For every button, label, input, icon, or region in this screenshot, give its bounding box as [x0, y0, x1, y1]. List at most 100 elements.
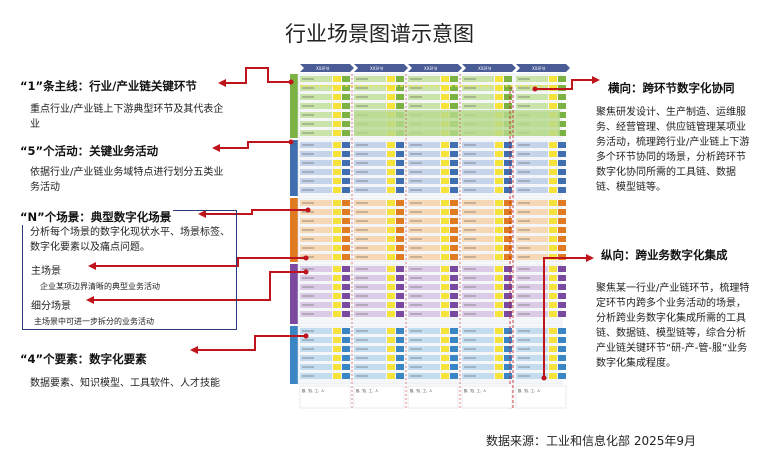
scene-tag [495, 218, 503, 224]
scene-tag [558, 76, 566, 82]
scene-tag [450, 346, 458, 352]
scene-cell [300, 337, 332, 343]
scene-tag [558, 364, 566, 370]
scene-tag [504, 373, 512, 379]
scene-cell [354, 293, 386, 299]
scene-tag [549, 302, 557, 308]
elements-cell [515, 385, 567, 409]
scene-tag [450, 160, 458, 166]
scene-cell [408, 355, 440, 361]
scene-cell [462, 236, 494, 242]
scene-tag [387, 209, 395, 215]
scene-tag [495, 227, 503, 233]
scene-tag [387, 103, 395, 109]
scene-tag [504, 236, 512, 242]
scene-tag [549, 311, 557, 317]
scene-cell [300, 284, 332, 290]
main-scene-arrow-dot [303, 255, 309, 261]
scene-tag [333, 364, 341, 370]
scene-tag [450, 169, 458, 175]
scene-tag [504, 142, 512, 148]
stage-label: XX环节 [316, 66, 329, 71]
scene-cell [300, 227, 332, 233]
scene-tag [549, 187, 557, 193]
scene-tag [495, 169, 503, 175]
scene-tag [333, 169, 341, 175]
scene-tag [387, 245, 395, 251]
data-source: 数据来源：工业和信息化部 2025年9月 [486, 434, 696, 448]
vertical-heading: 纵向：跨业务数字化集成 [601, 248, 728, 262]
elements-arrow [190, 335, 306, 354]
scene-tag [549, 266, 557, 272]
scene-tag [558, 266, 566, 272]
scene-tag [387, 337, 395, 343]
scene-tag [333, 275, 341, 281]
scene-tag [333, 227, 341, 233]
scene-cell [354, 200, 386, 206]
stage-chevron [354, 64, 408, 72]
scene-cell [408, 373, 440, 379]
scene-tag [342, 302, 350, 308]
scene-tag [504, 160, 512, 166]
scene-tag [450, 364, 458, 370]
scene-tag [441, 85, 449, 91]
scene-tag [333, 302, 341, 308]
scene-tag [333, 103, 341, 109]
scene-cell [408, 328, 440, 334]
scene-tag [558, 302, 566, 308]
scene-tag [396, 275, 404, 281]
scene-tag [495, 346, 503, 352]
scene-tag [558, 178, 566, 184]
scene-tag [495, 142, 503, 148]
scene-tag [441, 178, 449, 184]
scene-tag [558, 218, 566, 224]
scene-cell [354, 302, 386, 308]
scene-tag [504, 302, 512, 308]
scene-cell [516, 275, 548, 281]
activity-band-tab [290, 140, 298, 196]
scene-tag [549, 209, 557, 215]
scene-tag [450, 266, 458, 272]
scene-tag [450, 236, 458, 242]
scene-cell [462, 346, 494, 352]
scene-cell [300, 178, 332, 184]
scene-tag [342, 364, 350, 370]
scene-tag [396, 328, 404, 334]
scene-tag [342, 94, 350, 100]
scene-tag [450, 94, 458, 100]
stage-label: XX环节 [424, 66, 437, 71]
scene-tag [333, 200, 341, 206]
scene-tag [441, 103, 449, 109]
scene-tag [441, 254, 449, 260]
scene-tag [342, 218, 350, 224]
scene-cell [462, 142, 494, 148]
scene-cell [300, 160, 332, 166]
scene-tag [558, 200, 566, 206]
scene-cell [516, 151, 548, 157]
scene-tag [549, 142, 557, 148]
scene-cell [300, 245, 332, 251]
scene-tag [504, 245, 512, 251]
scene-tag [441, 160, 449, 166]
scene-tag [495, 275, 503, 281]
scene-tag [333, 178, 341, 184]
scene-tag [441, 227, 449, 233]
scene-tag [495, 254, 503, 260]
elements-arrow-dot [303, 333, 309, 339]
diagram-title: 行业场景图谱示意图 [285, 22, 474, 46]
scene-cell [516, 364, 548, 370]
scene-cell [462, 85, 494, 91]
scene-cell [354, 236, 386, 242]
scene-tag [558, 355, 566, 361]
scene-tag [495, 103, 503, 109]
scene-tag [441, 187, 449, 193]
scene-tag [333, 293, 341, 299]
scene-tag [396, 346, 404, 352]
scene-cell [300, 364, 332, 370]
scene-tag [387, 94, 395, 100]
scene-tag [549, 373, 557, 379]
scene-cell [408, 151, 440, 157]
scene-tag [558, 373, 566, 379]
scene-cell [300, 328, 332, 334]
scene-cell [516, 160, 548, 166]
